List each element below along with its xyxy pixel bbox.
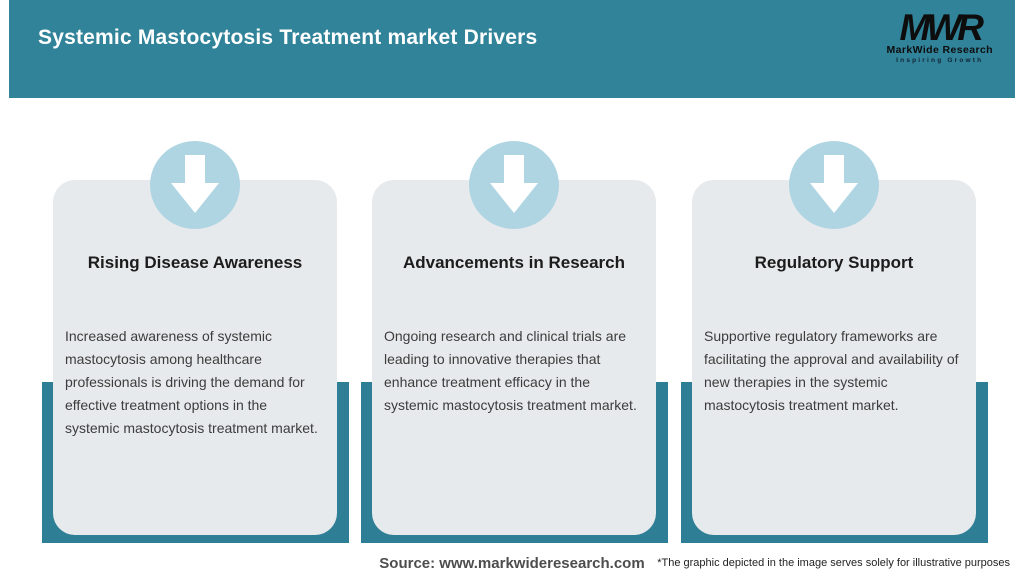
logo-name: MarkWide Research (886, 44, 993, 56)
card-title: Regulatory Support (754, 253, 914, 272)
driver-card-rising-disease-awareness: Rising Disease Awareness Increased aware… (53, 141, 337, 535)
card-description: Supportive regulatory frameworks are fac… (704, 328, 959, 413)
logo-tagline: Inspiring Growth (896, 57, 984, 64)
disclaimer-text: *The graphic depicted in the image serve… (657, 557, 1010, 569)
driver-card-advancements-in-research: Advancements in Research Ongoing researc… (372, 141, 656, 535)
card-description: Increased awareness of systemic mastocyt… (65, 328, 318, 436)
down-arrow-icon (150, 141, 240, 229)
markwide-research-logo: MWR MarkWide Research Inspiring Growth (886, 7, 994, 64)
header-bar: Systemic Mastocytosis Treatment market D… (9, 0, 1015, 98)
driver-card-regulatory-support: Regulatory Support Supportive regulatory… (692, 141, 976, 535)
logo-acronym: MWR (899, 7, 984, 48)
down-arrow-icon (469, 141, 559, 229)
down-arrow-icon (789, 141, 879, 229)
source-text: Source: www.markwideresearch.com (379, 555, 645, 572)
page-title: Systemic Mastocytosis Treatment market D… (38, 26, 538, 49)
card-title: Rising Disease Awareness (87, 253, 303, 272)
card-description: Ongoing research and clinical trials are… (384, 328, 637, 413)
card-title: Advancements in Research (402, 253, 626, 272)
